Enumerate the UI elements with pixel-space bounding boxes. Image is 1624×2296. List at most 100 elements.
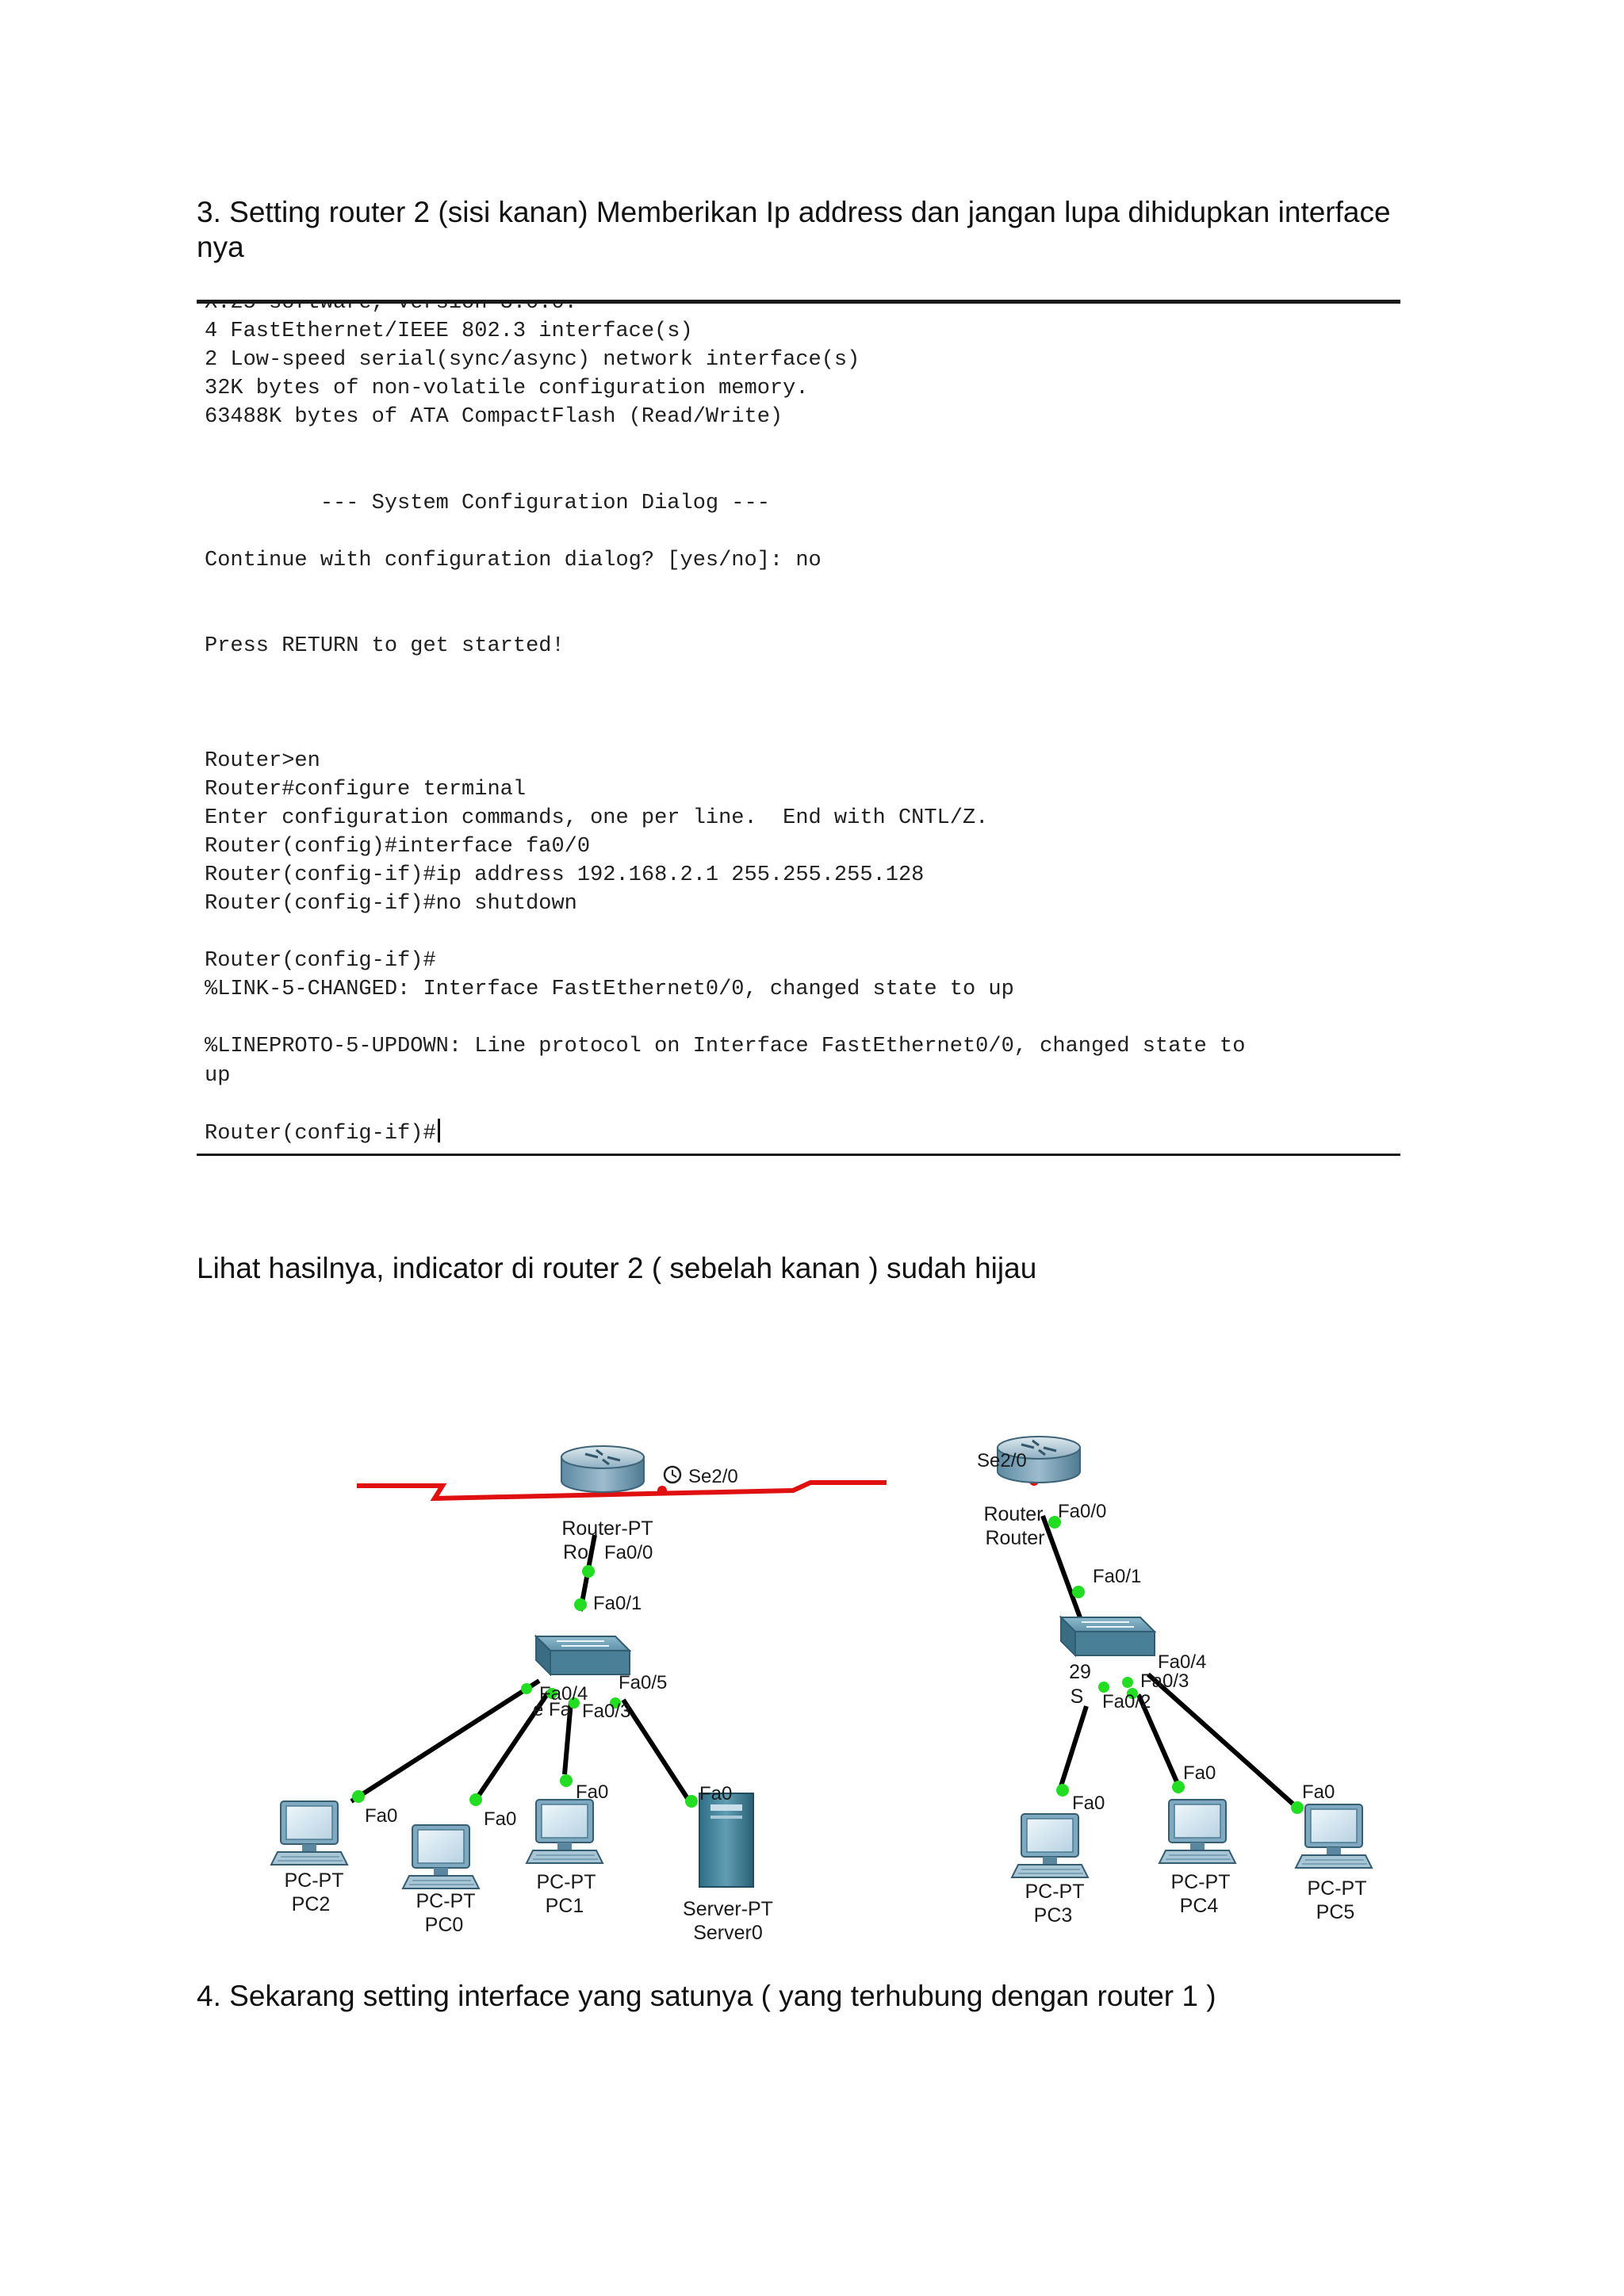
switch-s1 xyxy=(535,1636,630,1675)
terminal-line: Router>en xyxy=(205,748,320,773)
topology-links xyxy=(350,1480,1301,1812)
step3-heading: 3. Setting router 2 (sisi kanan) Memberi… xyxy=(197,196,1391,263)
port-light xyxy=(352,1790,365,1803)
s2-uplink-port-label: Fa0/1 xyxy=(1093,1566,1141,1587)
terminal-line xyxy=(205,918,1400,947)
r2-name-label: Router xyxy=(985,1527,1044,1549)
text-cursor xyxy=(437,1118,440,1142)
terminal-line xyxy=(205,660,1400,689)
terminal-line: 2 Low-speed serial(sync/async) network i… xyxy=(205,348,860,373)
link-s1-server0 xyxy=(621,1698,694,1806)
port-labels: Se2/0 Fa0/0 Fa0/1 Se2/0 Fa0/0 Fa0/1 Fa0/… xyxy=(365,1450,1335,1830)
port-light xyxy=(582,1565,595,1578)
terminal-line: Router(config-if)#ip address 192.168.2.1… xyxy=(205,863,925,887)
link-s2-pc5 xyxy=(1146,1672,1301,1812)
port-light xyxy=(1172,1781,1185,1793)
port-light xyxy=(1291,1801,1304,1814)
s1-port-label: Fa0/4 xyxy=(539,1683,588,1705)
r2-serial-port-label: Se2/0 xyxy=(977,1450,1027,1471)
pc2-port-label: Fa0 xyxy=(365,1805,397,1827)
terminal-line xyxy=(205,431,1400,460)
result-caption: Lihat hasilnya, indicator di router 2 ( … xyxy=(197,1252,1037,1284)
port-light xyxy=(1098,1682,1109,1693)
server0-icon xyxy=(699,1793,754,1888)
terminal-line xyxy=(205,1004,1400,1032)
terminal-line: Router(config-if)# xyxy=(205,1118,1400,1147)
link-s2-pc3 xyxy=(1058,1705,1089,1789)
server0-name-label: Server0 xyxy=(693,1922,763,1944)
terminal-line xyxy=(205,461,1400,489)
pc0-port-label: Fa0 xyxy=(484,1808,516,1830)
pc3-name-label: PC3 xyxy=(1034,1904,1073,1927)
pc4-type-label: PC-PT xyxy=(1171,1871,1231,1893)
serial-port-light xyxy=(657,1486,667,1495)
clock-icon xyxy=(663,1465,682,1484)
server0-port-label: Fa0 xyxy=(699,1783,732,1804)
terminal-line xyxy=(205,603,1400,632)
step4-heading: 4. Sekarang setting interface yang satun… xyxy=(197,1980,1216,2012)
pc5-icon xyxy=(1295,1804,1373,1869)
s2-type-label: 29 xyxy=(1069,1661,1091,1683)
router-cli-terminal: X.25 software, Version 3.0.0. 4 FastEther… xyxy=(197,300,1400,1156)
pc0-icon xyxy=(402,1824,480,1889)
port-light xyxy=(610,1697,621,1709)
port-light xyxy=(1056,1784,1069,1797)
pc3-icon xyxy=(1011,1813,1089,1878)
pc2-name-label: PC2 xyxy=(292,1893,331,1915)
pc2-type-label: PC-PT xyxy=(285,1869,344,1892)
pc3-type-label: PC-PT xyxy=(1025,1881,1085,1903)
port-light xyxy=(1127,1688,1138,1699)
r1-lan-port-label: Fa0/0 xyxy=(604,1542,653,1563)
pc1-name-label: PC1 xyxy=(546,1895,584,1917)
pc4-port-label: Fa0 xyxy=(1183,1762,1216,1784)
s1-port-label: Fa0/3 xyxy=(582,1701,630,1722)
pc1-port-label: Fa0 xyxy=(576,1781,608,1803)
terminal-line: 63488K bytes of ATA CompactFlash (Read/W… xyxy=(205,405,783,430)
s2-name-label: S xyxy=(1071,1686,1084,1708)
pc5-name-label: PC5 xyxy=(1316,1901,1355,1923)
r1-serial-port-label: Se2/0 xyxy=(688,1466,738,1487)
terminal-line xyxy=(205,689,1400,718)
pc0-name-label: PC0 xyxy=(425,1914,464,1936)
terminal-output: X.25 software, Version 3.0.0. 4 FastEther… xyxy=(197,300,1400,1147)
r2-type-label: Router xyxy=(983,1503,1043,1525)
s1-uplink-port-label: Fa0/1 xyxy=(593,1593,642,1614)
terminal-line: 32K bytes of non-volatile configuration … xyxy=(205,377,809,401)
terminal-line: Continue with configuration dialog? [yes… xyxy=(205,548,822,572)
r1-type-label: Router-PT xyxy=(561,1517,653,1540)
s2-port-label: Fa0/2 xyxy=(1102,1691,1151,1712)
port-light xyxy=(521,1683,532,1694)
terminal-line: Enter configuration commands, one per li… xyxy=(205,806,989,830)
terminal-line: Router(config)#interface fa0/0 xyxy=(205,834,591,859)
terminal-line: %LINEPROTO-5-UPDOWN: Line protocol on In… xyxy=(205,1035,1246,1059)
s1-partial-label: e Fa xyxy=(533,1699,572,1720)
pc5-port-label: Fa0 xyxy=(1302,1781,1335,1803)
link-status-lights xyxy=(352,1516,1304,1814)
terminal-line xyxy=(205,718,1400,746)
router-r1 xyxy=(560,1445,645,1494)
port-light xyxy=(685,1795,698,1808)
terminal-line: Press RETURN to get started! xyxy=(205,634,565,659)
link-s1-pc1 xyxy=(562,1701,573,1775)
terminal-line: 4 FastEthernet/IEEE 802.3 interface(s) xyxy=(205,320,693,344)
port-light xyxy=(1072,1586,1085,1598)
pc5-type-label: PC-PT xyxy=(1308,1877,1367,1900)
port-light xyxy=(469,1793,482,1806)
link-s1-pc0 xyxy=(470,1690,551,1806)
link-s2-pc4 xyxy=(1136,1693,1181,1787)
port-light xyxy=(546,1688,557,1699)
terminal-line: %LINK-5-CHANGED: Interface FastEthernet0… xyxy=(205,978,1014,1002)
server0-type-label: Server-PT xyxy=(683,1898,773,1920)
port-light xyxy=(569,1697,580,1709)
link-s1-pc2 xyxy=(350,1678,541,1804)
terminal-line xyxy=(205,518,1400,546)
r2-lan-port-label: Fa0/0 xyxy=(1058,1501,1106,1522)
port-light xyxy=(1048,1516,1061,1529)
port-light xyxy=(560,1774,573,1787)
terminal-line: Router(config-if)# xyxy=(205,949,436,974)
pc1-icon xyxy=(526,1799,603,1864)
pc3-port-label: Fa0 xyxy=(1072,1793,1105,1814)
s2-port-label: Fa0/4 xyxy=(1158,1651,1206,1673)
terminal-line: up xyxy=(205,1063,231,1088)
terminal-line: X.25 software, Version 3.0.0. xyxy=(205,300,577,315)
